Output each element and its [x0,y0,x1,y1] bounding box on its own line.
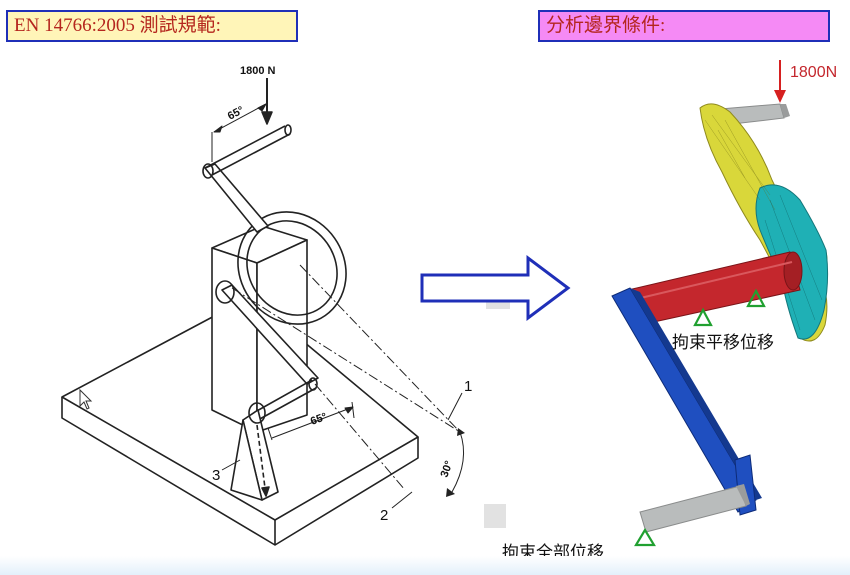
mouse-cursor-icon [79,388,93,410]
callout-2-label: 2 [380,507,388,524]
angle-arc-30 [451,431,465,493]
constraint-translation-label: 拘束平移位移 [672,333,774,353]
callout-1-label: 1 [464,378,472,395]
constraint-markers [634,288,766,547]
constraint-triangle-2 [746,288,766,308]
callout-2-leader [391,491,413,509]
angle-label-side: 30° [439,459,456,479]
right-panel-title-text: 分析邊界條件: [546,15,666,36]
dimension-65-top [211,103,268,162]
reference-lines [231,264,461,491]
callout-3-label: 3 [212,467,220,484]
left-panel-title: EN 14766:2005 測試規範: [6,10,298,42]
right-panel-title: 分析邊界條件: [538,10,830,42]
bottom-decorative-strip [0,556,850,575]
left-force-label: 1800 N [240,65,276,77]
angle-label-top: 65° [226,104,246,122]
force-arrow-right [774,60,786,103]
upper-crank-arm [202,124,292,233]
callout-1-leader [447,392,463,421]
angle-label-bottom: 65° [309,411,329,428]
upright-block [211,225,308,433]
gray-hatch-decoration [484,275,510,528]
transition-arrow [420,255,571,321]
constraint-triangle-3 [634,527,656,547]
bottom-bracket-spindle [627,251,803,326]
constraint-triangle-1 [693,307,713,327]
force-arrow-left [261,78,273,125]
bottom-pedal-spindle [639,484,750,533]
callout-3-leader [221,459,241,471]
left-panel-title-text: EN 14766:2005 測試規範: [14,15,221,36]
right-force-label: 1800N [790,64,837,81]
fe-model [611,103,829,533]
dimension-65-bottom [267,401,355,441]
pedal-support [230,402,279,501]
blue-crank-arm [611,287,762,516]
lower-crank-arm [215,280,319,421]
test-rig-drawing [61,78,465,546]
